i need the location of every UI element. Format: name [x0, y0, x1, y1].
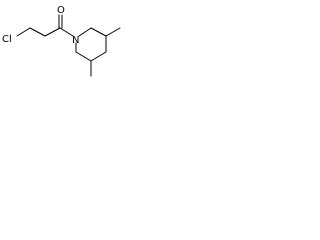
bond-c5r-c6r: [75, 51, 92, 62]
atom-oxygen-label: O: [57, 5, 65, 16]
atom-chlorine-label: Cl: [2, 34, 12, 45]
bond-c3r-methyl: [105, 27, 121, 37]
bond-c3-n: [59, 27, 74, 37]
bond-c2-c3: [44, 27, 61, 37]
bond-c2r-c3r: [90, 27, 107, 37]
chemical-structure: Cl O N: [2, 5, 121, 77]
bond-c4r-c5r: [90, 51, 107, 62]
bond-n-c2r: [78, 27, 92, 37]
atom-nitrogen-label: N: [72, 35, 79, 46]
bond-c1-c2: [29, 27, 46, 37]
bond-cl-c1: [16, 27, 31, 37]
